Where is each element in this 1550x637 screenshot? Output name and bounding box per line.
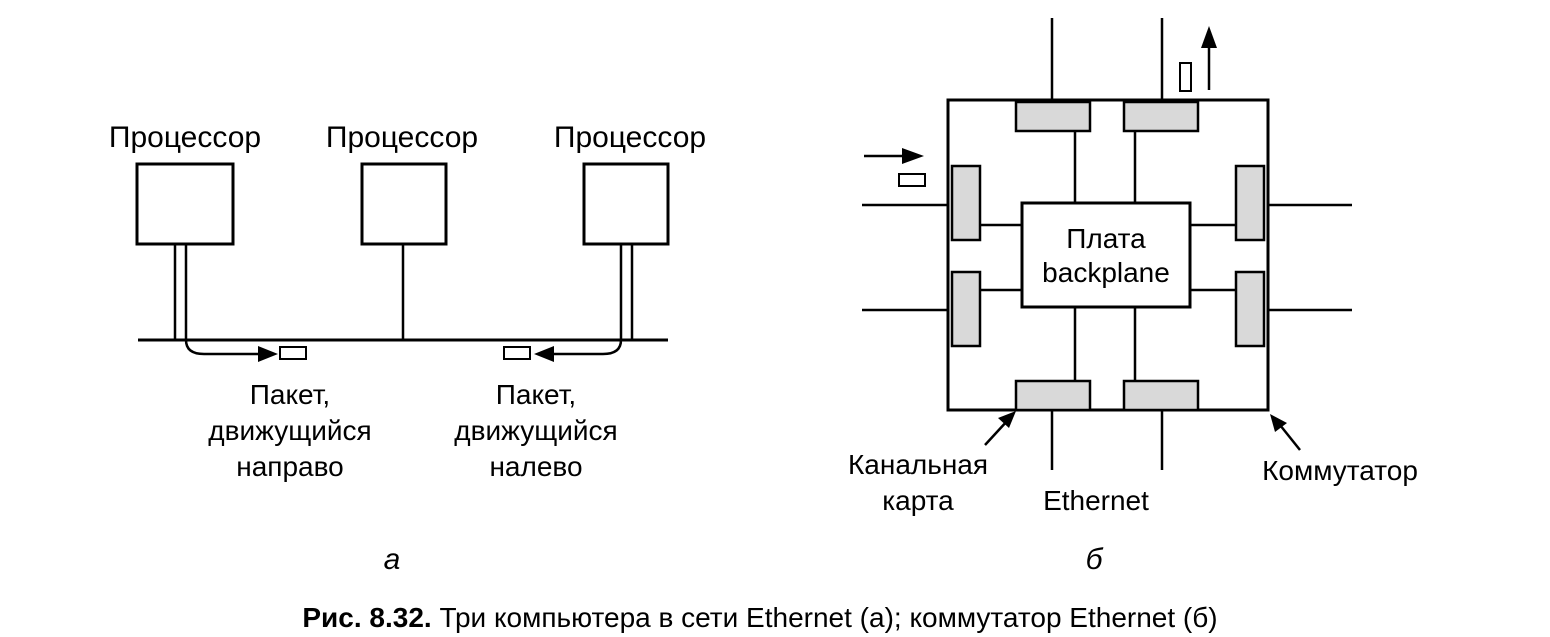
channel-card-top-left [1014,100,1092,133]
packet-in-icon [898,173,926,187]
channel-card-right-top [1234,164,1266,242]
part-b-label: б [1086,543,1104,576]
channel-card-left-bottom [950,270,982,348]
channel-card-bottom-right [1122,379,1200,412]
packet-right-label-3: направо [236,451,343,482]
arrow-up-icon [1201,26,1217,48]
packet-path-right [184,339,262,356]
backplane-label-2: backplane [1042,257,1170,288]
packet-left-icon [503,346,531,360]
arrow-left-icon [534,346,554,362]
switch-pointer-icon [1270,414,1287,432]
packet-left-label-2: движущийся [454,415,617,446]
ethernet-label: Ethernet [1043,485,1149,516]
part-a-shared-ethernet: Процессор Процессор Процессор Пакет, дви… [109,121,706,576]
channel-card-bottom-left [1014,379,1092,412]
packet-right-label-1: Пакет, [250,379,330,410]
switch-pointer [1279,424,1301,451]
processor-box-1 [135,162,235,246]
packet-left-label-3: налево [489,451,582,482]
channel-card-top-right [1122,100,1200,133]
channel-card-right-bottom [1234,270,1266,348]
packet-right-icon [279,346,307,360]
backplane-box [1020,201,1192,309]
caption-text: Три компьютера в сети Ethernet (а); комм… [432,602,1218,633]
part-a-label: а [384,543,401,576]
processor-box-3 [582,162,670,246]
arrow-right-icon [258,346,278,362]
figure-caption: Рис. 8.32. Три компьютера в сети Etherne… [302,602,1217,633]
switch-frame [946,98,1270,412]
packet-path-left [552,339,623,356]
processor-box-2 [360,162,448,246]
packet-right-label-2: движущийся [208,415,371,446]
channel-card-label-1: Канальная [848,449,988,480]
arrow-in-icon [902,148,924,164]
part-b-ethernet-switch: Плата backplane Канальная карта Ethernet… [848,18,1418,576]
processor-label-2: Процессор [326,121,478,154]
processor-label-3: Процессор [554,121,706,154]
backplane-label-1: Плата [1066,223,1146,254]
channel-card-pointer-icon [998,411,1016,428]
channel-card-left-top [950,164,982,242]
packet-left-label-1: Пакет, [496,379,576,410]
channel-card-pointer [984,419,1009,446]
channel-card-label-2: карта [882,485,954,516]
caption-number: Рис. 8.32. [302,602,431,633]
processor-label-1: Процессор [109,121,261,154]
switch-label: Коммутатор [1262,455,1418,486]
packet-out-icon [1179,62,1192,92]
